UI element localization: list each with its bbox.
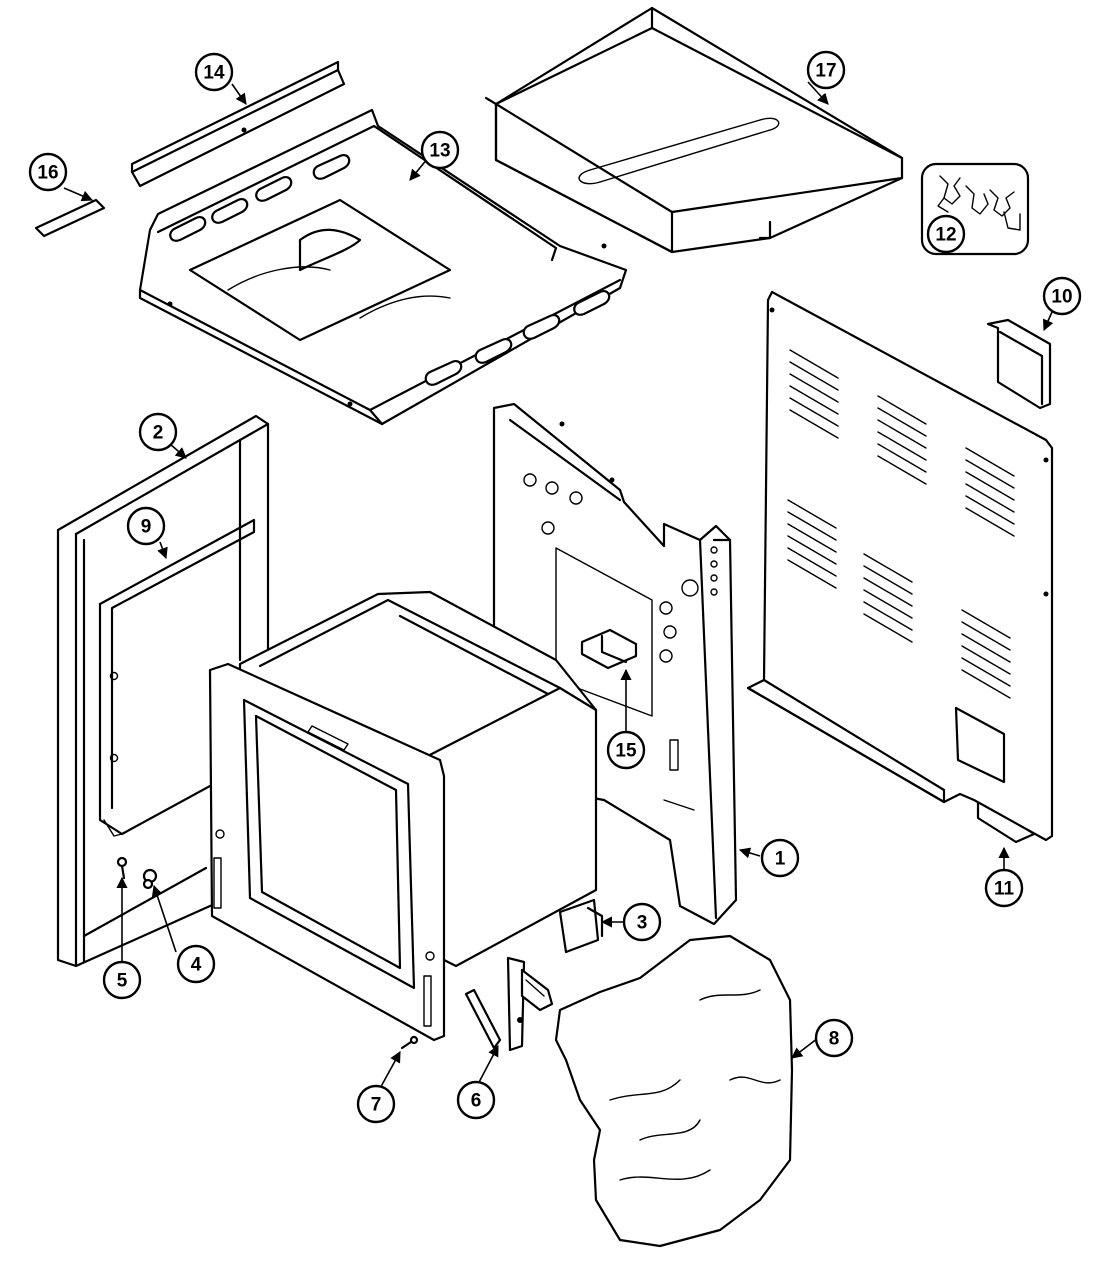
rear-panel [746,290,1054,842]
callout-8: 8 [814,1018,854,1058]
part-13-base-pan [138,108,628,426]
callout-17-label: 17 [815,61,836,82]
part-4-plug [142,868,158,890]
callout-16: 16 [28,152,68,192]
callout-6-label: 6 [471,1091,482,1112]
callout-5: 5 [102,960,142,1000]
oven-front-frame [208,662,446,1042]
callout-8-label: 8 [829,1029,840,1050]
part-3-small-plate [558,898,604,954]
part-16-strip [34,198,106,238]
leader-lines [63,81,1054,1093]
callout-1-label: 1 [775,849,786,870]
callout-4-label: 4 [191,955,202,976]
callout-15-label: 15 [615,741,637,762]
part-15-bracket [580,628,638,670]
callout-1: 1 [760,838,800,878]
callout-2-label: 2 [153,423,164,444]
callout-15: 15 [606,730,646,770]
part-17-top-tray [484,6,904,254]
callout-9-label: 9 [141,517,152,538]
part-14-rail [130,60,346,188]
callout-6: 6 [456,1080,496,1120]
part-10-small-bracket [986,318,1052,410]
part-7-screw [400,1035,419,1050]
callout-7: 7 [356,1084,396,1124]
callout-16-label: 16 [37,163,58,184]
callout-7-label: 7 [371,1095,382,1116]
callout-10: 10 [1042,276,1082,316]
callout-14: 14 [194,52,234,92]
callout-12-label: 12 [935,225,956,246]
callout-10-label: 10 [1051,287,1072,308]
callout-13-label: 13 [429,141,450,162]
callout-12: 12 [926,214,966,254]
callout-3-label: 3 [637,913,648,934]
callout-13: 13 [420,130,460,170]
part-5-screw [116,856,128,880]
callout-5-label: 5 [117,971,128,992]
callout-17: 17 [806,50,846,90]
callout-2: 2 [138,412,178,452]
callout-11-label: 11 [994,879,1015,900]
part-8-insulation [554,934,794,1248]
callout-11: 11 [984,868,1024,908]
part-6-door-hinge [464,956,554,1052]
callout-3: 3 [622,902,662,942]
callout-4: 4 [176,944,216,984]
callout-14-label: 14 [203,63,225,84]
callout-9: 9 [126,506,166,546]
